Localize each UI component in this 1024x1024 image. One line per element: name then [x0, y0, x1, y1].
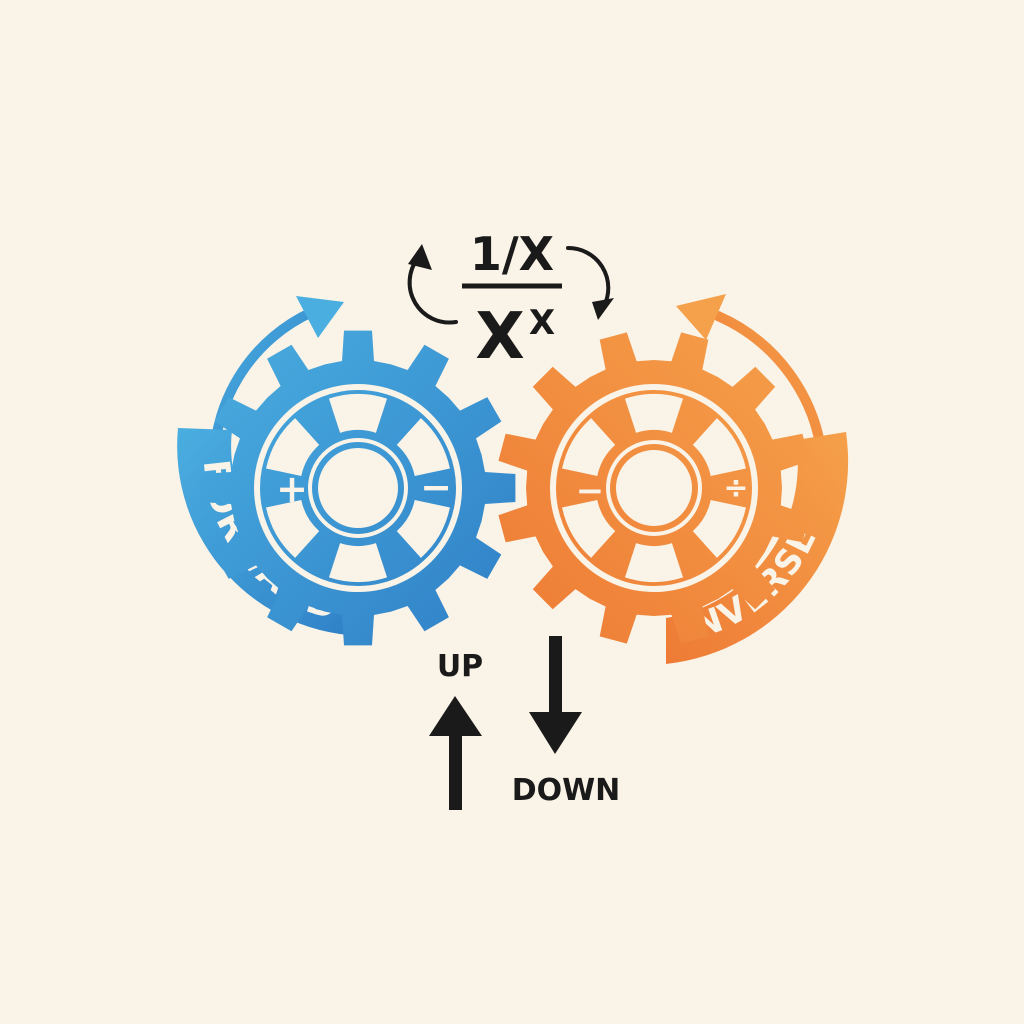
- forward-gear-hub: [318, 448, 398, 528]
- gear-window: [562, 500, 616, 558]
- formula-right-arrow-head-icon: [592, 298, 614, 320]
- formula: 1/X X X: [407, 227, 614, 374]
- arrow-up-icon: [429, 696, 482, 810]
- formula-left-arrow-head-icon: [408, 244, 432, 270]
- gear-window: [396, 500, 450, 558]
- gear-window: [562, 418, 616, 476]
- gear-window: [396, 418, 450, 476]
- forward-gear-inner-ring: [254, 384, 462, 592]
- arrow-down-icon: [529, 636, 582, 754]
- inverse-gear-group: INVERSE − − ÷ ±: [498, 294, 849, 664]
- gear-window: [266, 500, 320, 558]
- inverse-symbol-right: ÷: [723, 471, 748, 506]
- inverse-symbol-bottom: ±: [645, 540, 672, 578]
- up-label: UP: [437, 649, 483, 684]
- gear-window: [624, 393, 684, 433]
- down-label: DOWN: [512, 773, 621, 808]
- inverse-gear-inner-ring: [550, 384, 758, 592]
- gear-window: [624, 543, 684, 582]
- formula-numerator: 1/X: [470, 227, 554, 281]
- inverse-symbol-top: −: [644, 397, 673, 437]
- formula-left-cycle-arrow: [407, 256, 458, 325]
- inverse-symbol-left: −: [576, 471, 605, 511]
- forward-symbol-bottom: ×: [350, 541, 382, 585]
- inverse-arrow-head-icon: [676, 294, 726, 340]
- gear-window: [266, 418, 320, 476]
- inverse-gear-hub-ring: [606, 440, 702, 536]
- gear-window: [692, 500, 746, 558]
- direction-indicators: UP DOWN: [429, 636, 620, 810]
- inverse-gear-hub: [616, 450, 692, 526]
- forward-symbol-right: −: [420, 465, 452, 509]
- gear-window: [328, 393, 388, 433]
- forward-gear-group: FORWARD + + − ×: [177, 296, 516, 646]
- inverse-arc-band: [666, 432, 849, 664]
- forward-symbol-left: +: [276, 467, 308, 511]
- gear-window: [692, 418, 746, 476]
- forward-gear-spokes: [266, 393, 450, 582]
- inverse-gear-spokes: [562, 393, 746, 582]
- inverse-rotation-arrow: [713, 311, 827, 461]
- forward-arrow-head-icon: [296, 296, 344, 338]
- forward-gear-hub-ring: [308, 438, 408, 538]
- forward-symbol-top: +: [344, 393, 376, 437]
- formula-base: X: [475, 300, 524, 374]
- gear-window: [328, 543, 388, 582]
- formula-exponent: X: [529, 303, 555, 343]
- formula-right-cycle-arrow: [566, 245, 611, 308]
